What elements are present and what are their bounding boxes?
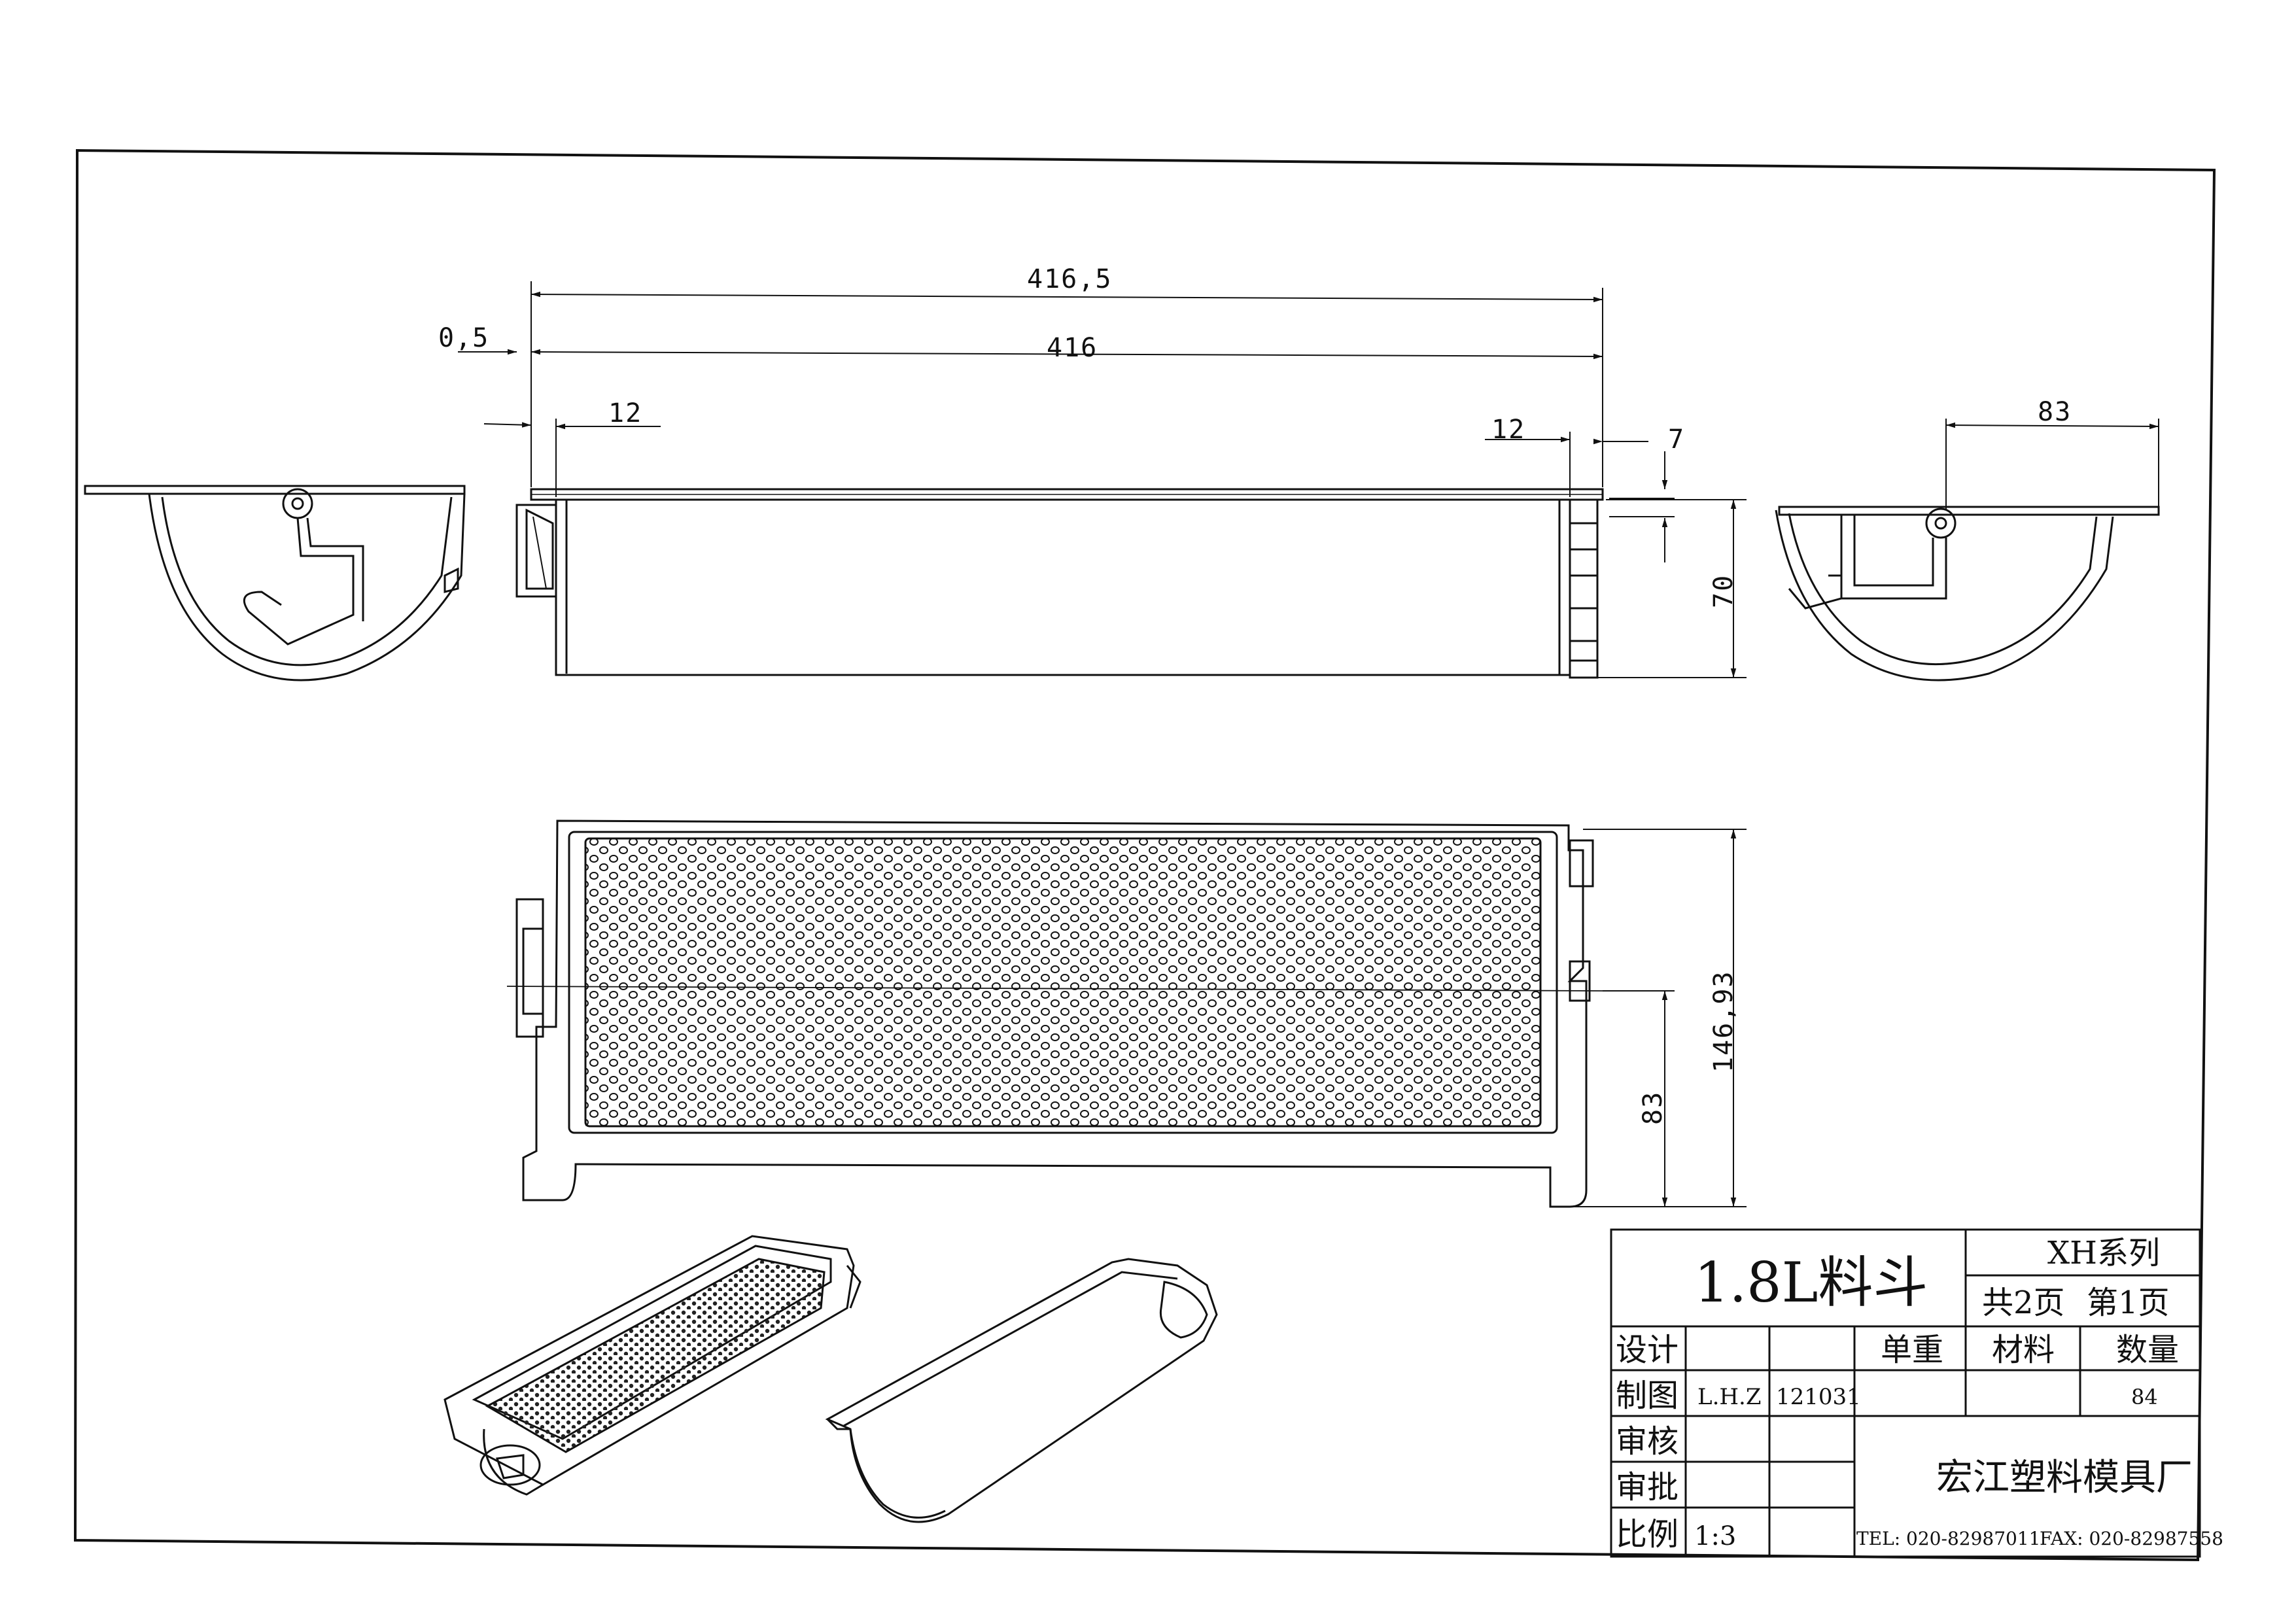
series-label: XH系列 — [2047, 1235, 2160, 1271]
dim-left-offset: 0,5 — [438, 323, 489, 353]
plan-view — [506, 820, 1603, 1208]
dim-plan-half: 83 — [1638, 1091, 1668, 1125]
right-side-view — [1775, 506, 2160, 682]
title-block — [1610, 1228, 2201, 1558]
front-view — [515, 488, 1604, 679]
dim-right-step: 7 — [1668, 424, 1685, 455]
draw-date: 121031 — [1776, 1384, 1861, 1410]
dim-left-flange: 12 — [608, 398, 642, 428]
page-total: 共2页 — [1982, 1285, 2065, 1321]
dim-right-flange: 12 — [1491, 415, 1525, 445]
scale-value: 1:3 — [1694, 1521, 1736, 1551]
company-fax: FAX: 020-82987558 — [2040, 1528, 2223, 1549]
dim-plan-height: 146,93 — [1709, 971, 1739, 1073]
dim-body-length: 416 — [1047, 333, 1098, 363]
header-unit-weight: 单重 — [1881, 1332, 1943, 1368]
header-material: 材料 — [1992, 1332, 2055, 1368]
right-side-dimensions — [1945, 419, 2159, 510]
plan-view-dimensions — [1570, 829, 1747, 1207]
front-view-dimensions — [458, 281, 1747, 678]
iso-view-perforated — [444, 1235, 861, 1496]
header-quantity: 数量 — [2116, 1332, 2179, 1368]
label-design: 设计 — [1616, 1332, 1679, 1368]
label-approve: 审批 — [1616, 1469, 1679, 1506]
page-current: 第1页 — [2087, 1285, 2170, 1321]
left-side-view — [84, 485, 466, 682]
sheet-border — [73, 148, 2216, 1562]
company-tel: TEL: 020-82987011 — [1856, 1528, 2040, 1549]
dim-side-width: 83 — [2038, 397, 2072, 427]
drafter-name: L.H.Z — [1697, 1384, 1761, 1410]
label-drawn: 制图 — [1616, 1377, 1679, 1414]
label-scale: 比例 — [1616, 1516, 1679, 1553]
dim-overall-length: 416,5 — [1027, 264, 1112, 294]
label-check: 审核 — [1616, 1423, 1679, 1460]
dim-front-height: 70 — [1709, 574, 1739, 608]
iso-view-shell — [825, 1258, 1218, 1523]
company-name: 宏江塑料模具厂 — [1936, 1457, 2193, 1499]
quantity-value: 84 — [2131, 1385, 2158, 1409]
drawing-title: 1.8L料斗 — [1694, 1251, 1928, 1315]
